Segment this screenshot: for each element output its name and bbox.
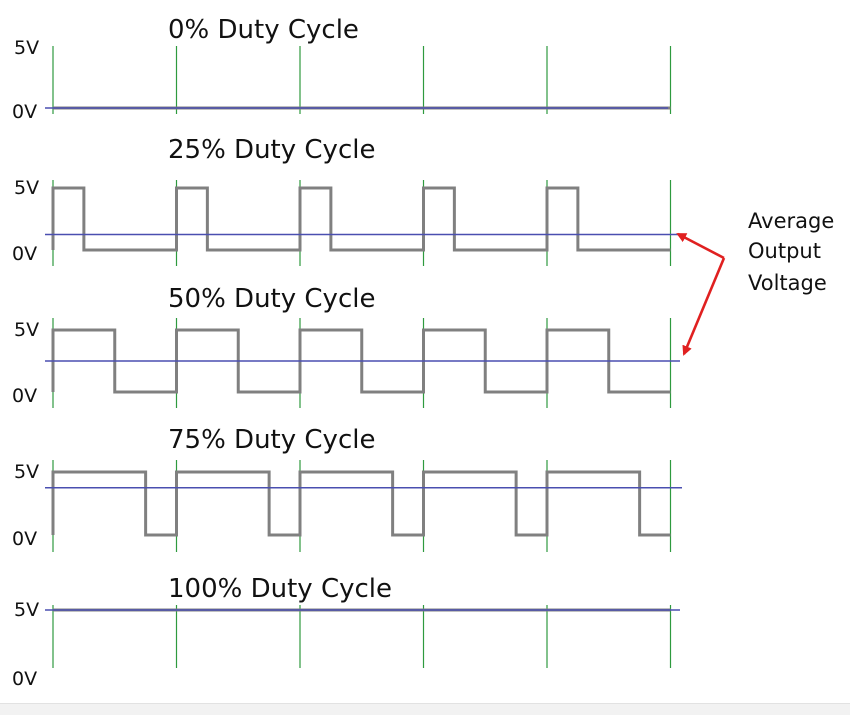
label-0v: 0V <box>12 668 37 690</box>
label-5v: 5V <box>14 599 39 621</box>
label-5v: 5V <box>14 319 39 341</box>
arrow-to-25pct-average <box>676 232 725 260</box>
waveform-title: 0% Duty Cycle <box>168 15 359 45</box>
annotation-text: Voltage <box>748 271 827 295</box>
annotation-text: Output <box>748 239 821 263</box>
label-5v: 5V <box>14 461 39 483</box>
label-0v: 0V <box>12 243 37 265</box>
label-5v: 5V <box>14 37 39 59</box>
bottom-strip <box>0 703 850 715</box>
label-0v: 0V <box>12 101 37 123</box>
arrow-to-50pct-average <box>682 257 726 356</box>
waveform-title: 50% Duty Cycle <box>168 284 375 314</box>
waveform-title: 100% Duty Cycle <box>168 574 392 604</box>
label-0v: 0V <box>12 385 37 407</box>
label-0v: 0V <box>12 528 37 550</box>
signal-waveform <box>51 186 671 252</box>
waveform-title: 25% Duty Cycle <box>168 135 375 165</box>
annotation-text: Average <box>748 209 834 233</box>
signal-waveform <box>51 328 671 394</box>
label-5v: 5V <box>14 177 39 199</box>
signal-waveform <box>51 470 671 537</box>
waveform-title: 75% Duty Cycle <box>168 425 375 455</box>
